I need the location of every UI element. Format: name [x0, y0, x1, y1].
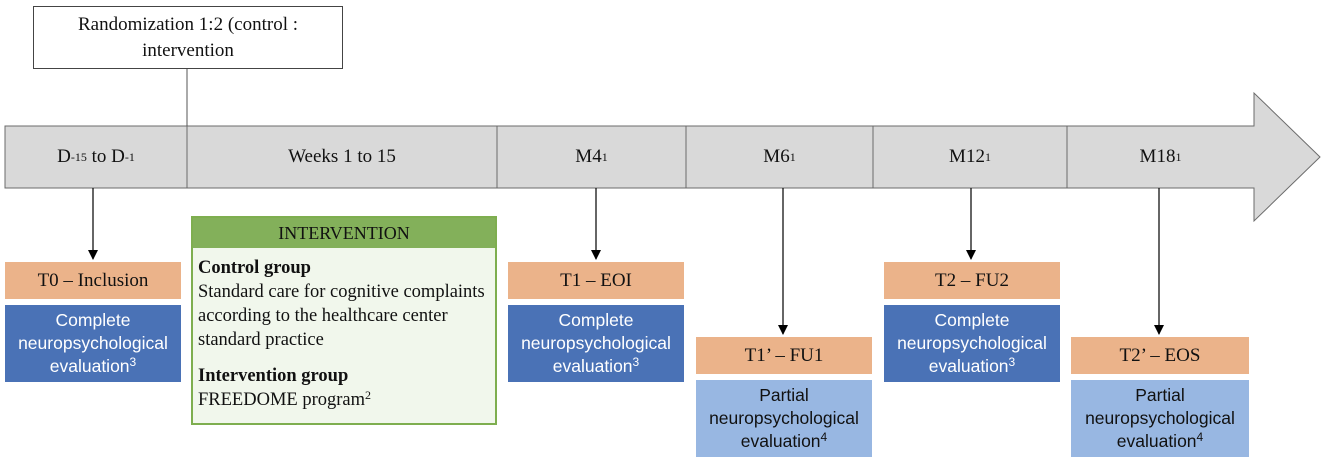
control-group-text: Standard care for cognitive complaints a…	[198, 282, 485, 350]
eval-t1-line2: neuropsychological	[521, 333, 671, 353]
eval-t1-sup: 3	[632, 355, 640, 369]
visit-label-t1: T1 – EOI	[508, 262, 684, 299]
segment-m6-text: M6	[763, 146, 790, 167]
visit-label-t2-text: T2 – FU2	[935, 269, 1009, 291]
visit-label-t0: T0 – Inclusion	[5, 262, 181, 299]
eval-box-t2: Complete neuropsychological evaluation3	[884, 305, 1060, 382]
segment-m12-text: M12	[949, 146, 985, 167]
eval-t0-sup: 3	[129, 355, 137, 369]
eval-t1prime-sup: 4	[820, 430, 828, 444]
intervention-header-text: INTERVENTION	[278, 222, 410, 243]
segment-screening-mid: to D	[86, 146, 125, 167]
eval-t0-line1: Complete	[55, 310, 131, 330]
intervention-group-sup: 2	[365, 388, 371, 402]
eval-t2-line1: Complete	[934, 310, 1010, 330]
intervention-header: INTERVENTION	[193, 218, 495, 248]
eval-box-t0: Complete neuropsychological evaluation3	[5, 305, 181, 382]
segment-screening: D-15 to D-1	[5, 126, 187, 188]
segment-screening-sub2: -1	[124, 149, 135, 164]
visit-label-t2: T2 – FU2	[884, 262, 1060, 299]
visit-label-t2prime-text: T2’ – EOS	[1119, 344, 1201, 366]
eval-t2prime-line3: evaluation	[1116, 431, 1197, 451]
eval-t1-line3: evaluation	[552, 356, 633, 376]
segment-weeks: Weeks 1 to 15	[187, 126, 497, 188]
eval-t1prime-line3: evaluation	[740, 431, 821, 451]
eval-t1prime-line2: neuropsychological	[709, 408, 859, 428]
eval-t2prime-sup: 4	[1196, 430, 1204, 444]
eval-box-t1: Complete neuropsychological evaluation3	[508, 305, 684, 382]
intervention-group-text: FREEDOME program	[198, 390, 365, 410]
segment-screening-base: D	[57, 146, 71, 167]
segment-screening-sub1: -15	[70, 149, 87, 164]
segment-m4-text: M4	[575, 146, 602, 167]
eval-t2-sup: 3	[1008, 355, 1016, 369]
intervention-group-title: Intervention group	[198, 366, 349, 386]
visit-label-t0-text: T0 – Inclusion	[37, 269, 149, 291]
visit-label-t2prime: T2’ – EOS	[1071, 337, 1249, 374]
visit-label-t1prime: T1’ – FU1	[696, 337, 872, 374]
intervention-body: Control group Standard care for cognitiv…	[198, 256, 494, 412]
segment-m18-text: M18	[1139, 146, 1176, 167]
randomization-box: Randomization 1:2 (control : interventio…	[33, 6, 343, 69]
eval-t1-line1: Complete	[558, 310, 634, 330]
visit-label-t1prime-text: T1’ – FU1	[744, 344, 824, 366]
eval-box-t1prime: Partial neuropsychological evaluation4	[696, 380, 872, 457]
eval-t2-line3: evaluation	[928, 356, 1009, 376]
eval-t0-line2: neuropsychological	[18, 333, 168, 353]
segment-weeks-text: Weeks 1 to 15	[288, 146, 396, 167]
eval-t1prime-line1: Partial	[759, 385, 809, 405]
eval-t2prime-line2: neuropsychological	[1085, 408, 1235, 428]
eval-t0-line3: evaluation	[49, 356, 130, 376]
randomization-text: Randomization 1:2 (control : interventio…	[77, 13, 299, 61]
eval-t2prime-line1: Partial	[1135, 385, 1185, 405]
timeline-dividers	[186, 126, 1068, 188]
timeline-arrow	[4, 91, 1321, 223]
eval-t2-line2: neuropsychological	[897, 333, 1047, 353]
intervention-box: INTERVENTION Control group Standard care…	[191, 216, 497, 425]
control-group-title: Control group	[198, 258, 311, 278]
eval-box-t2prime: Partial neuropsychological evaluation4	[1071, 380, 1249, 457]
visit-label-t1-text: T1 – EOI	[560, 269, 632, 291]
